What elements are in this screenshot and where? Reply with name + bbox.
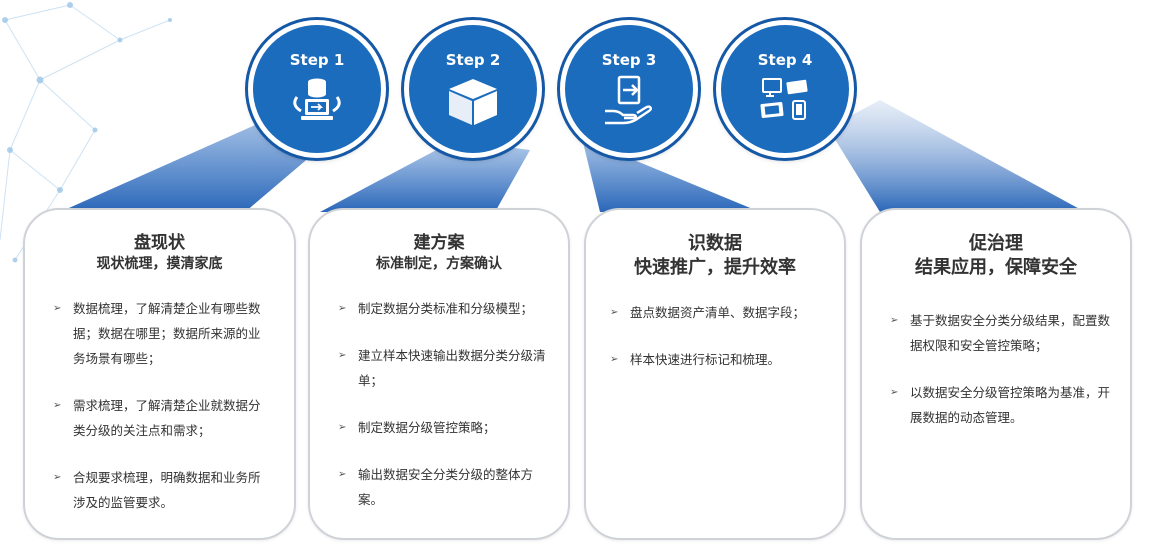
beam-step2 — [320, 140, 530, 212]
step1-subtitle: 现状梳理，摸清家底 — [96, 256, 223, 272]
network-pattern — [0, 4, 171, 261]
database-sync-icon — [293, 78, 341, 120]
arrow-bullet-icon: ➢ — [610, 354, 619, 365]
step2-circle: Step 2 — [404, 20, 542, 158]
card-step1: 盘现状 现状梳理，摸清家底 ➢数据梳理，了解清楚企业有哪些数据；数据在哪里；数据… — [23, 208, 296, 540]
beam-step4 — [828, 100, 1085, 212]
arrow-bullet-icon: ➢ — [338, 303, 347, 314]
step2-subtitle: 标准制定，方案确认 — [376, 256, 502, 272]
step4-circle: Step 4 — [716, 20, 854, 158]
arrow-bullet-icon: ➢ — [338, 469, 347, 480]
step3-circle: Step 3 — [560, 20, 698, 158]
arrow-bullet-icon: ➢ — [890, 387, 899, 398]
step2-label: Step 2 — [445, 51, 501, 69]
step4-label: Step 4 — [757, 51, 813, 69]
beam-step1 — [60, 105, 318, 212]
hand-export-icon — [605, 75, 653, 125]
step3-title: 识数据 — [688, 233, 742, 254]
step1-label: Step 1 — [289, 51, 345, 69]
step1-circle: Step 1 — [248, 20, 386, 158]
arrow-bullet-icon: ➢ — [53, 303, 62, 314]
list-item: ➢需求梳理，了解清楚企业就数据分类分级的关注点和需求； — [51, 393, 272, 443]
step4-subtitle: 结果应用，保障安全 — [915, 257, 1077, 278]
arrow-bullet-icon: ➢ — [338, 422, 347, 433]
step3-label: Step 3 — [601, 51, 657, 69]
card-step3: 识数据 快速推广，提升效率 ➢盘点数据资产清单、数据字段； ➢样本快速进行标记和… — [584, 208, 846, 540]
cube-icon — [449, 79, 497, 125]
arrow-bullet-icon: ➢ — [53, 400, 62, 411]
list-item: ➢样本快速进行标记和梳理。 — [608, 347, 822, 372]
list-item: ➢盘点数据资产清单、数据字段； — [608, 300, 822, 325]
list-item: ➢数据梳理，了解清楚企业有哪些数据；数据在哪里；数据所来源的业务场景有哪些； — [51, 296, 272, 371]
card-step4: 促治理 结果应用，保障安全 ➢基于数据安全分类分级结果，配置数据权限和安全管控策… — [860, 208, 1132, 540]
list-item: ➢基于数据安全分类分级结果，配置数据权限和安全管控策略； — [888, 308, 1110, 358]
step3-subtitle: 快速推广，提升效率 — [634, 257, 796, 278]
list-item: ➢制定数据分级管控策略； — [336, 415, 548, 440]
list-item: ➢制定数据分类标准和分级模型； — [336, 296, 548, 321]
devices-icon — [760, 78, 808, 120]
step2-title: 建方案 — [413, 233, 465, 253]
arrow-bullet-icon: ➢ — [890, 315, 899, 326]
card-step2: 建方案 标准制定，方案确认 ➢制定数据分类标准和分级模型； ➢建立样本快速输出数… — [308, 208, 570, 540]
list-item: ➢输出数据安全分类分级的整体方案。 — [336, 462, 548, 512]
beam-step3 — [580, 130, 760, 212]
step4-title: 促治理 — [969, 233, 1023, 254]
list-item: ➢以数据安全分级管控策略为基准，开展数据的动态管理。 — [888, 380, 1110, 430]
list-item: ➢建立样本快速输出数据分类分级清单； — [336, 343, 548, 393]
arrow-bullet-icon: ➢ — [610, 307, 619, 318]
arrow-bullet-icon: ➢ — [338, 350, 347, 361]
step1-title: 盘现状 — [134, 233, 185, 253]
list-item: ➢合规要求梳理，明确数据和业务所涉及的监管要求。 — [51, 465, 272, 515]
arrow-bullet-icon: ➢ — [53, 472, 62, 483]
